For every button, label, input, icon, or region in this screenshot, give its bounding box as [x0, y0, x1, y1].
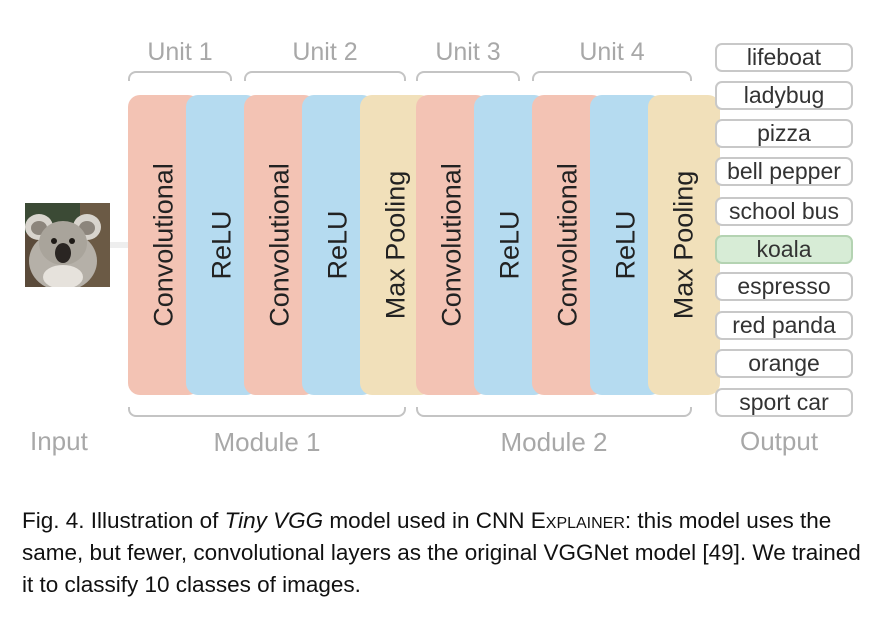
class-pizza: pizza: [715, 119, 853, 148]
class-lifeboat: lifeboat: [715, 43, 853, 72]
layer-2-label: ReLU: [206, 210, 237, 280]
class-school-bus: school bus: [715, 197, 853, 226]
layer-9-label: ReLU: [610, 210, 641, 280]
layer-4-label: ReLU: [322, 210, 353, 280]
caption-prefix: Fig. 4. Illustration of: [22, 508, 225, 533]
caption-model-name: Tiny VGG: [224, 508, 324, 533]
module-2-bracket: [416, 407, 692, 417]
unit-2-label: Unit 2: [292, 38, 358, 66]
input-label: Input: [30, 426, 88, 456]
class-red-panda: red panda: [715, 311, 853, 340]
input-koala-image: [25, 203, 110, 287]
layer-1-label: Convolutional: [148, 163, 179, 327]
output-label: Output: [740, 426, 819, 456]
module-1-bracket: [128, 407, 406, 417]
class-sport-car: sport car: [715, 388, 853, 417]
layer-7-label: ReLU: [494, 210, 525, 280]
class-ladybug: ladybug: [715, 81, 853, 110]
unit-2-bracket: [244, 71, 406, 81]
unit-3-bracket: [416, 71, 520, 81]
layer-6-label: Convolutional: [436, 163, 467, 327]
layer-10-pool: Max Pooling: [648, 95, 720, 395]
unit-1-bracket: [128, 71, 232, 81]
caption-suffix: : this model uses the same, but fewer, c…: [22, 508, 861, 597]
figure-caption: Fig. 4. Illustration of Tiny VGG model u…: [22, 505, 868, 601]
layer-3-label: Convolutional: [264, 163, 295, 327]
caption-tool-name: Explainer: [530, 508, 625, 533]
layer-10-label: Max Pooling: [668, 170, 699, 320]
layer-5-label: Max Pooling: [380, 170, 411, 320]
unit-4-bracket: [532, 71, 692, 81]
caption-mid: model used in CNN: [323, 508, 531, 533]
module-1-label: Module 1: [213, 427, 321, 457]
class-orange: orange: [715, 349, 853, 378]
unit-1-label: Unit 1: [147, 38, 213, 66]
unit-4-label: Unit 4: [579, 38, 645, 66]
layer-8-label: Convolutional: [552, 163, 583, 327]
class-bell-pepper: bell pepper: [715, 157, 853, 186]
unit-3-label: Unit 3: [435, 38, 501, 66]
class-koala: koala: [715, 235, 853, 264]
class-espresso: espresso: [715, 272, 853, 301]
module-2-label: Module 2: [500, 427, 608, 457]
